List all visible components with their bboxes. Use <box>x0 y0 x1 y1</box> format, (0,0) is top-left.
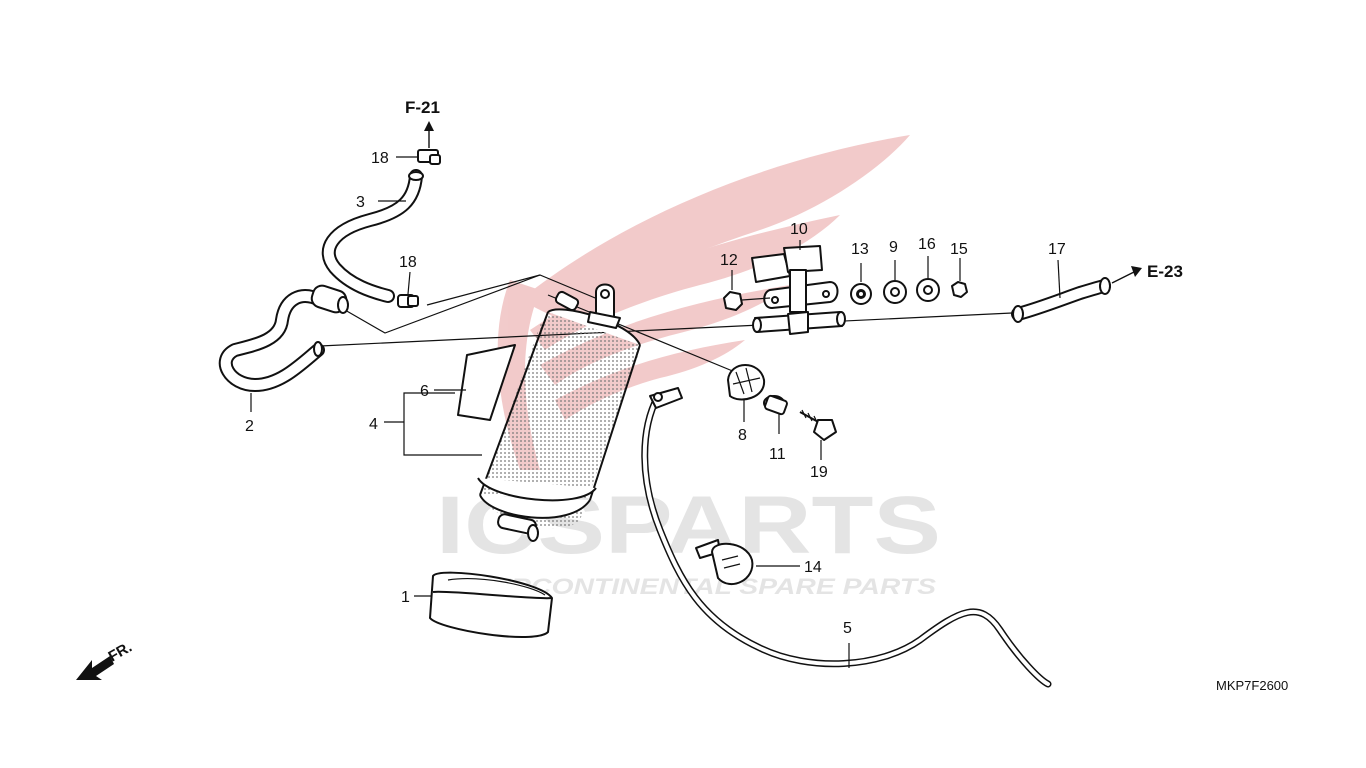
grommet-8[interactable] <box>727 364 766 422</box>
hose-17[interactable] <box>1011 259 1111 323</box>
callout-10: 10 <box>790 221 808 238</box>
grommet-13[interactable] <box>850 263 872 305</box>
diagram-code: MKP7F2600 <box>1216 678 1288 693</box>
solenoid-valve-10[interactable] <box>751 240 846 335</box>
hose-2[interactable] <box>218 283 349 412</box>
evap-canister-4[interactable] <box>477 283 641 542</box>
callout-17: 17 <box>1048 241 1066 258</box>
callout-5: 5 <box>843 620 852 637</box>
nut-12[interactable] <box>723 270 771 311</box>
reference-e23: E-23 <box>1147 262 1183 281</box>
band-1[interactable] <box>414 571 553 638</box>
callout-6: 6 <box>420 383 429 400</box>
callout-13: 13 <box>851 241 869 258</box>
clamp-18-lower[interactable] <box>397 271 419 308</box>
bolt-19[interactable] <box>799 409 837 460</box>
callout-4: 4 <box>369 416 378 433</box>
callout-15: 15 <box>950 241 968 258</box>
callout-16: 16 <box>918 236 936 253</box>
washer-9[interactable] <box>883 260 907 304</box>
washer-16[interactable] <box>916 256 940 302</box>
nut-15[interactable] <box>951 258 968 298</box>
callout-18-top: 18 <box>371 150 389 167</box>
tube-5[interactable] <box>641 387 1052 688</box>
arrow-right-icon <box>1111 266 1142 284</box>
pad-6[interactable] <box>434 344 516 421</box>
callout-3: 3 <box>356 194 365 211</box>
front-direction-arrow-icon: FR. <box>76 639 135 680</box>
callout-2: 2 <box>245 418 254 435</box>
callout-9: 9 <box>889 239 898 256</box>
callout-12: 12 <box>720 252 738 269</box>
collar-11[interactable] <box>763 394 788 434</box>
callout-11: 11 <box>769 446 786 463</box>
hose-3[interactable] <box>321 169 424 303</box>
callout-1: 1 <box>401 589 410 606</box>
leader-lines <box>319 274 1013 373</box>
reference-f21: F-21 <box>405 98 440 117</box>
clip-14[interactable] <box>695 539 800 585</box>
callout-14: 14 <box>804 559 822 576</box>
bracket-4 <box>384 392 482 456</box>
clamp-18-top[interactable] <box>396 149 441 165</box>
callout-18-lower: 18 <box>399 254 417 271</box>
arrow-up-icon <box>424 121 434 148</box>
callout-19: 19 <box>810 464 828 481</box>
callout-8: 8 <box>738 427 747 444</box>
